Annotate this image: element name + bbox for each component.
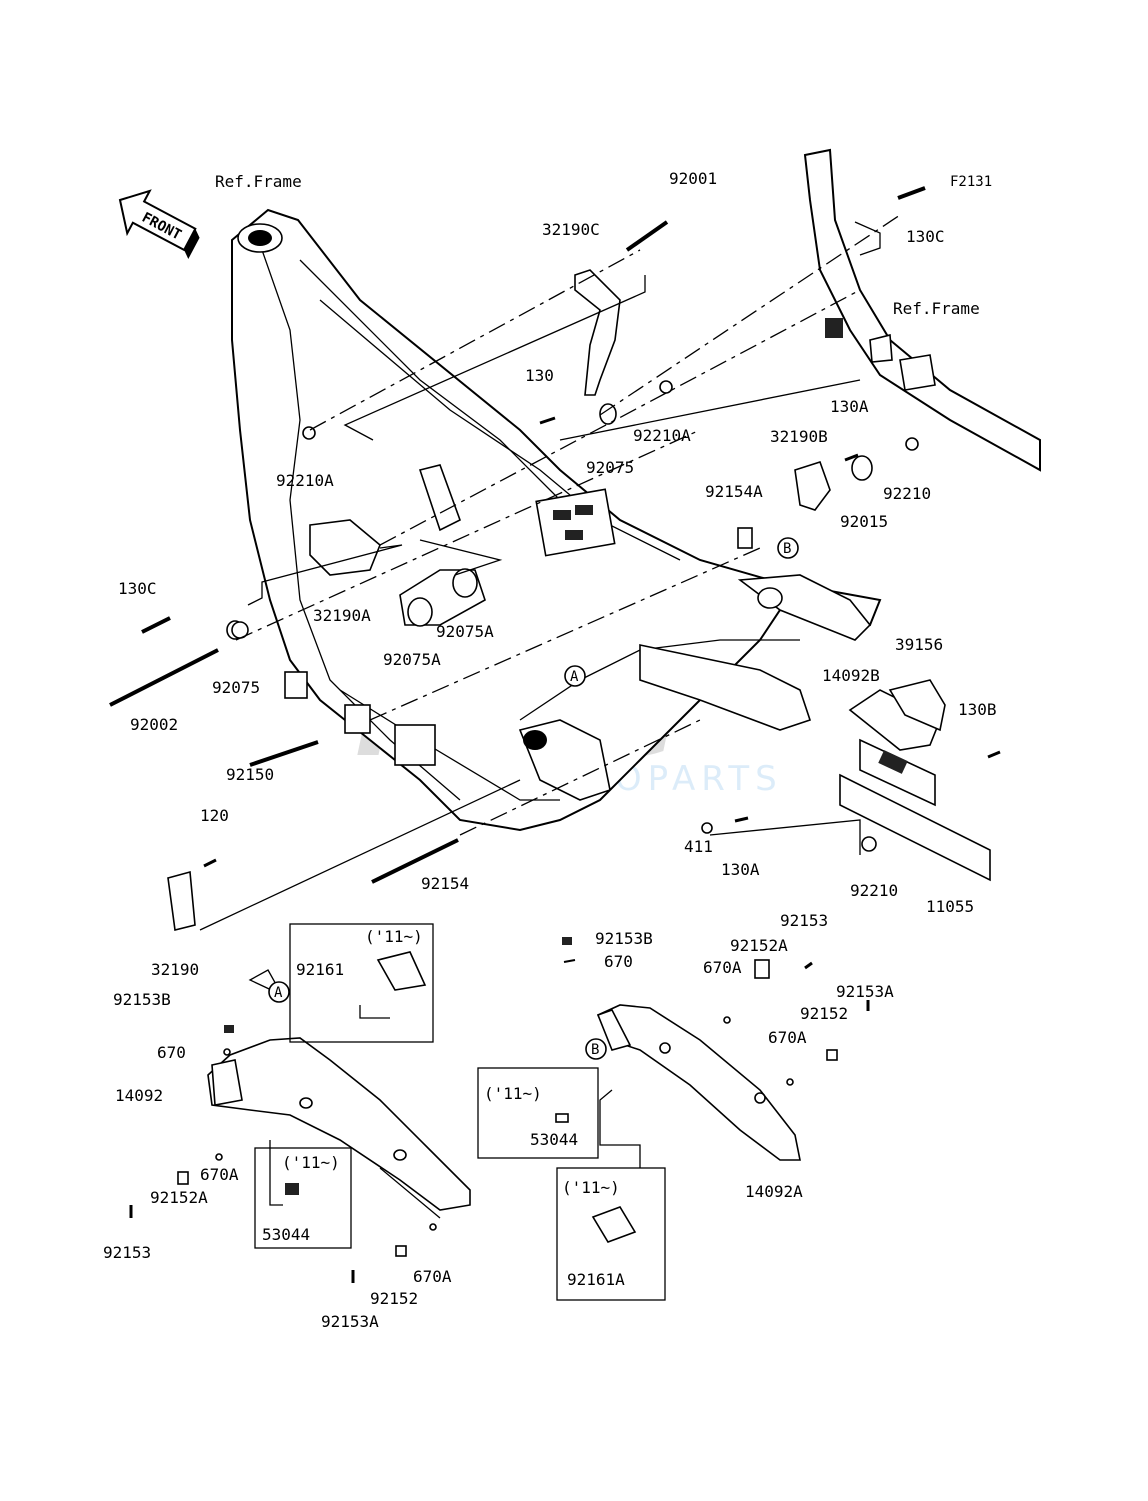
label-670a-3: 670A bbox=[703, 958, 742, 977]
label-120: 120 bbox=[200, 806, 229, 825]
side-cover-right bbox=[596, 1004, 801, 1161]
label-92075-left: 92075 bbox=[212, 678, 260, 697]
label-92153a-1: 92153A bbox=[321, 1312, 379, 1331]
label-92152-2: 92152 bbox=[800, 1004, 848, 1023]
label-53044-2: 53044 bbox=[530, 1130, 578, 1149]
label-92210a-2: 92210A bbox=[633, 426, 691, 445]
label-32190b: 32190B bbox=[770, 427, 828, 446]
callout-b-upper: B bbox=[783, 541, 791, 557]
label-53044-1: 53044 bbox=[262, 1225, 310, 1244]
callout-a-lower: A bbox=[274, 985, 283, 1001]
label-92002: 92002 bbox=[130, 715, 178, 734]
label-92075a-1: 92075A bbox=[436, 622, 494, 641]
label-670a-4: 670A bbox=[768, 1028, 807, 1047]
label-130c-left: 130C bbox=[118, 579, 157, 598]
label-670-2: 670 bbox=[604, 952, 633, 971]
label-130a-mid: 130A bbox=[721, 860, 760, 879]
label-32190: 32190 bbox=[151, 960, 199, 979]
label-92075-top: 92075 bbox=[586, 458, 634, 477]
leader-lines bbox=[199, 214, 901, 931]
side-cover-left bbox=[207, 1037, 471, 1211]
label-32190c: 32190C bbox=[542, 220, 600, 239]
label-92161a: 92161A bbox=[567, 1270, 625, 1289]
ref-frame-label-2: Ref.Frame bbox=[893, 299, 980, 318]
label-92153b-1: 92153B bbox=[113, 990, 171, 1009]
label-92210-top: 92210 bbox=[883, 484, 931, 503]
label-130c-top: 130C bbox=[906, 227, 945, 246]
label-92152-1: 92152 bbox=[370, 1289, 418, 1308]
label-92154a: 92154A bbox=[705, 482, 763, 501]
label-130: 130 bbox=[525, 366, 554, 385]
label-92154: 92154 bbox=[421, 874, 469, 893]
label-14092: 14092 bbox=[115, 1086, 163, 1105]
label-92150: 92150 bbox=[226, 765, 274, 784]
label-92152a-2: 92152A bbox=[730, 936, 788, 955]
label-39156: 39156 bbox=[895, 635, 943, 654]
label-92153-1: 92153 bbox=[103, 1243, 151, 1262]
covers-drawing bbox=[839, 679, 991, 882]
label-32190a: 32190A bbox=[313, 606, 371, 625]
rear-frame-drawing bbox=[803, 148, 1041, 472]
label-92075a-2: 92075A bbox=[383, 650, 441, 669]
label-92153-2: 92153 bbox=[780, 911, 828, 930]
label-130b: 130B bbox=[958, 700, 997, 719]
year-note-4: ('11~) bbox=[562, 1178, 620, 1197]
callout-a-upper: A bbox=[570, 669, 579, 685]
label-92152a-1: 92152A bbox=[150, 1188, 208, 1207]
year-note-1: ('11~) bbox=[365, 927, 423, 946]
callout-b-lower: B bbox=[591, 1042, 599, 1058]
small-hardware bbox=[129, 937, 870, 1283]
year-note-2: ('11~) bbox=[484, 1084, 542, 1103]
label-92210a-1: 92210A bbox=[276, 471, 334, 490]
year-boxes bbox=[248, 923, 666, 1301]
label-92210-mid: 92210 bbox=[850, 881, 898, 900]
label-92153a-2: 92153A bbox=[836, 982, 894, 1001]
callout-circles: A B A B bbox=[268, 537, 799, 1060]
label-130a-top: 130A bbox=[830, 397, 869, 416]
label-92161: 92161 bbox=[296, 960, 344, 979]
label-14092a: 14092A bbox=[745, 1182, 803, 1201]
label-92153b-2: 92153B bbox=[595, 929, 653, 948]
year-note-3: ('11~) bbox=[282, 1153, 340, 1172]
label-670-1: 670 bbox=[157, 1043, 186, 1062]
ref-frame-label-1: Ref.Frame bbox=[215, 172, 302, 191]
label-411: 411 bbox=[684, 837, 713, 856]
label-11055: 11055 bbox=[926, 897, 974, 916]
main-frame-drawing bbox=[231, 208, 882, 832]
label-92015: 92015 bbox=[840, 512, 888, 531]
front-direction-arrow: FRONT bbox=[118, 189, 200, 259]
ref-code: F2131 bbox=[950, 174, 992, 190]
label-670a-2: 670A bbox=[413, 1267, 452, 1286]
label-14092b: 14092B bbox=[822, 666, 880, 685]
label-670a-1: 670A bbox=[200, 1165, 239, 1184]
label-92001: 92001 bbox=[669, 169, 717, 188]
labels: Ref.Frame Ref.Frame F2131 92001 32190C 1… bbox=[103, 169, 997, 1331]
